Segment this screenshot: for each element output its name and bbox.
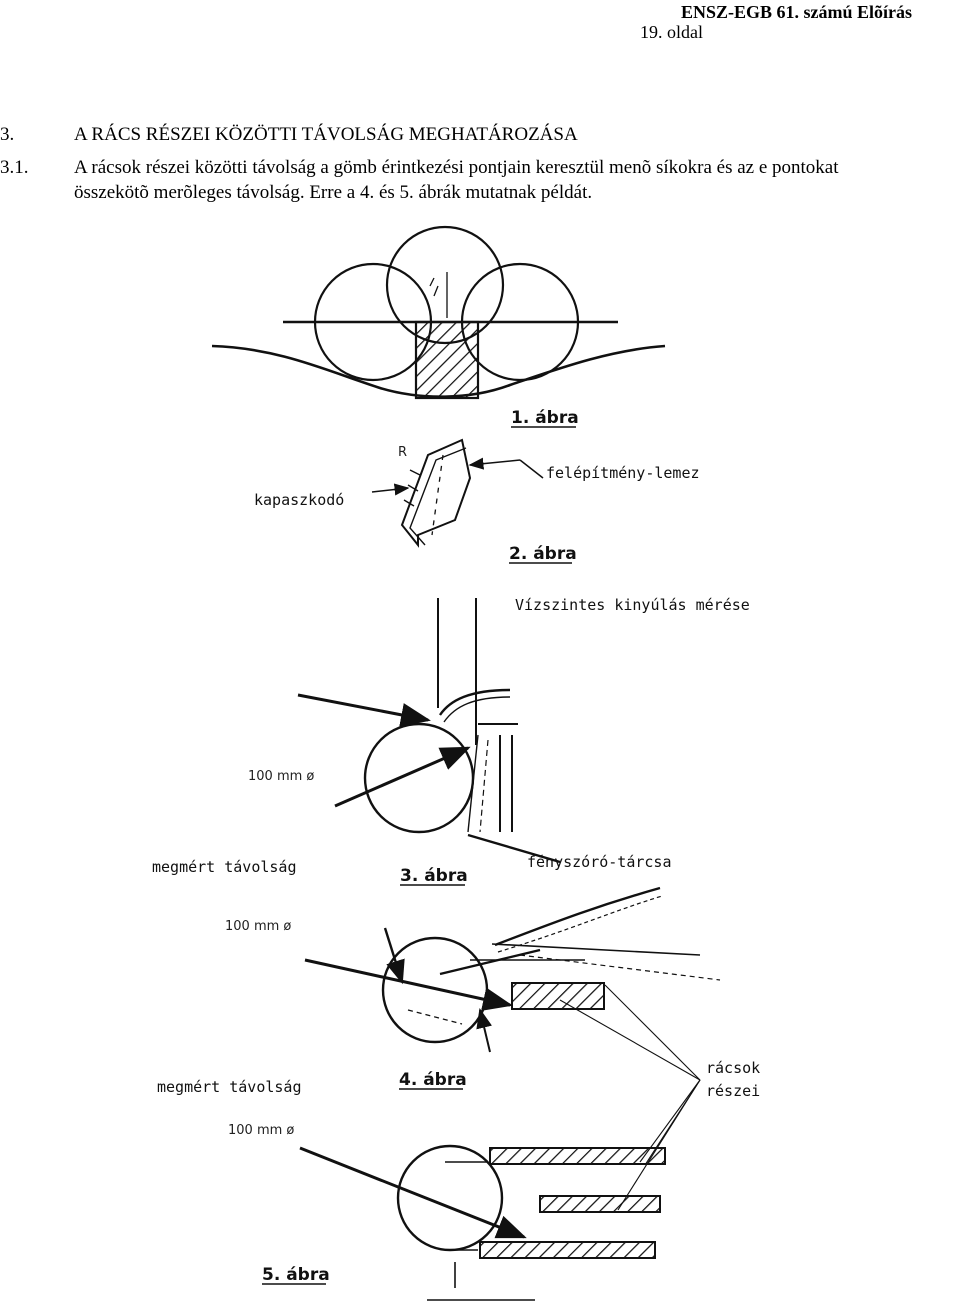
fig2-pointer-left [371, 483, 410, 496]
fig2-label-kapaszkodo: kapaszkodó [254, 491, 344, 509]
section-number: 3. [0, 124, 15, 145]
fig4-hatched-bar [511, 982, 605, 1010]
fig3-disc-line [467, 833, 561, 864]
figure-2 [371, 438, 544, 548]
fig3-caption: 3. ábra [400, 866, 468, 886]
fig4-label-parts-2: részei [706, 1082, 760, 1100]
fig2-pointer-right [468, 457, 521, 470]
paragraph-number: 3.1. [0, 157, 29, 178]
fig3-label-disc: fényszóró-tárcsa [527, 853, 672, 871]
fig4-arrow-measure [304, 958, 513, 1011]
fig3-label-horizontal: Vízszintes kinyúlás mérése [515, 596, 750, 614]
fig3-label-measured: megmért távolság [152, 858, 297, 876]
fig5-diameter-label: 100 mm ø [228, 1123, 294, 1138]
fig5-caption: 5. ábra [262, 1265, 330, 1285]
fig5-bar-middle [539, 1195, 661, 1213]
fig5-bar-top [489, 1147, 666, 1165]
fig2-label-felepitmeny: felépítmény-lemez [546, 464, 700, 482]
fig2-caption: 2. ábra [509, 544, 577, 564]
fig3-arrow-diameter [334, 746, 471, 808]
fig2-radius-label: R [398, 445, 407, 460]
document-title: ENSZ-EGB 61. számú Elõírás [680, 2, 912, 22]
fig3-sphere [363, 722, 475, 834]
fig4-diameter-label: 100 mm ø [225, 919, 291, 934]
page-number: 19. oldal [640, 22, 703, 42]
fig3-diameter-label: 100 mm ø [248, 769, 314, 784]
parts-leader-lines [559, 984, 701, 1211]
fig5-bar-bottom [479, 1241, 656, 1259]
fig1-hatched-part [414, 320, 480, 400]
fig1-dimension-mark [429, 277, 439, 297]
fig1-caption: 1. ábra [511, 408, 579, 428]
figure-3 [297, 598, 561, 864]
figure-4 [304, 886, 721, 1053]
paragraph-line-1: A rácsok részei közötti távolság a gömb … [74, 157, 839, 178]
paragraph-text: A rácsok részei közötti távolság a gömb … [74, 155, 960, 205]
fig4-label-measured: megmért távolság [157, 1078, 302, 1096]
fig3-arrow-upper [297, 693, 431, 727]
fig4-caption: 4. ábra [399, 1070, 467, 1090]
figure-5 [299, 1144, 666, 1301]
figure-1 [211, 225, 666, 400]
fig2-handle-profile [400, 438, 472, 548]
fig5-arrow-measure [299, 1146, 527, 1239]
paragraph-line-2: összekötõ merõleges távolság. Erre a 4. … [74, 182, 593, 203]
fig4-arrow-lower [476, 1008, 492, 1053]
section-title: A RÁCS RÉSZEI KÖZÖTTI TÁVOLSÁG MEGHATÁRO… [74, 124, 578, 145]
fig4-arrow-upper [383, 927, 405, 985]
fig4-label-parts-1: rácsok [706, 1059, 760, 1077]
